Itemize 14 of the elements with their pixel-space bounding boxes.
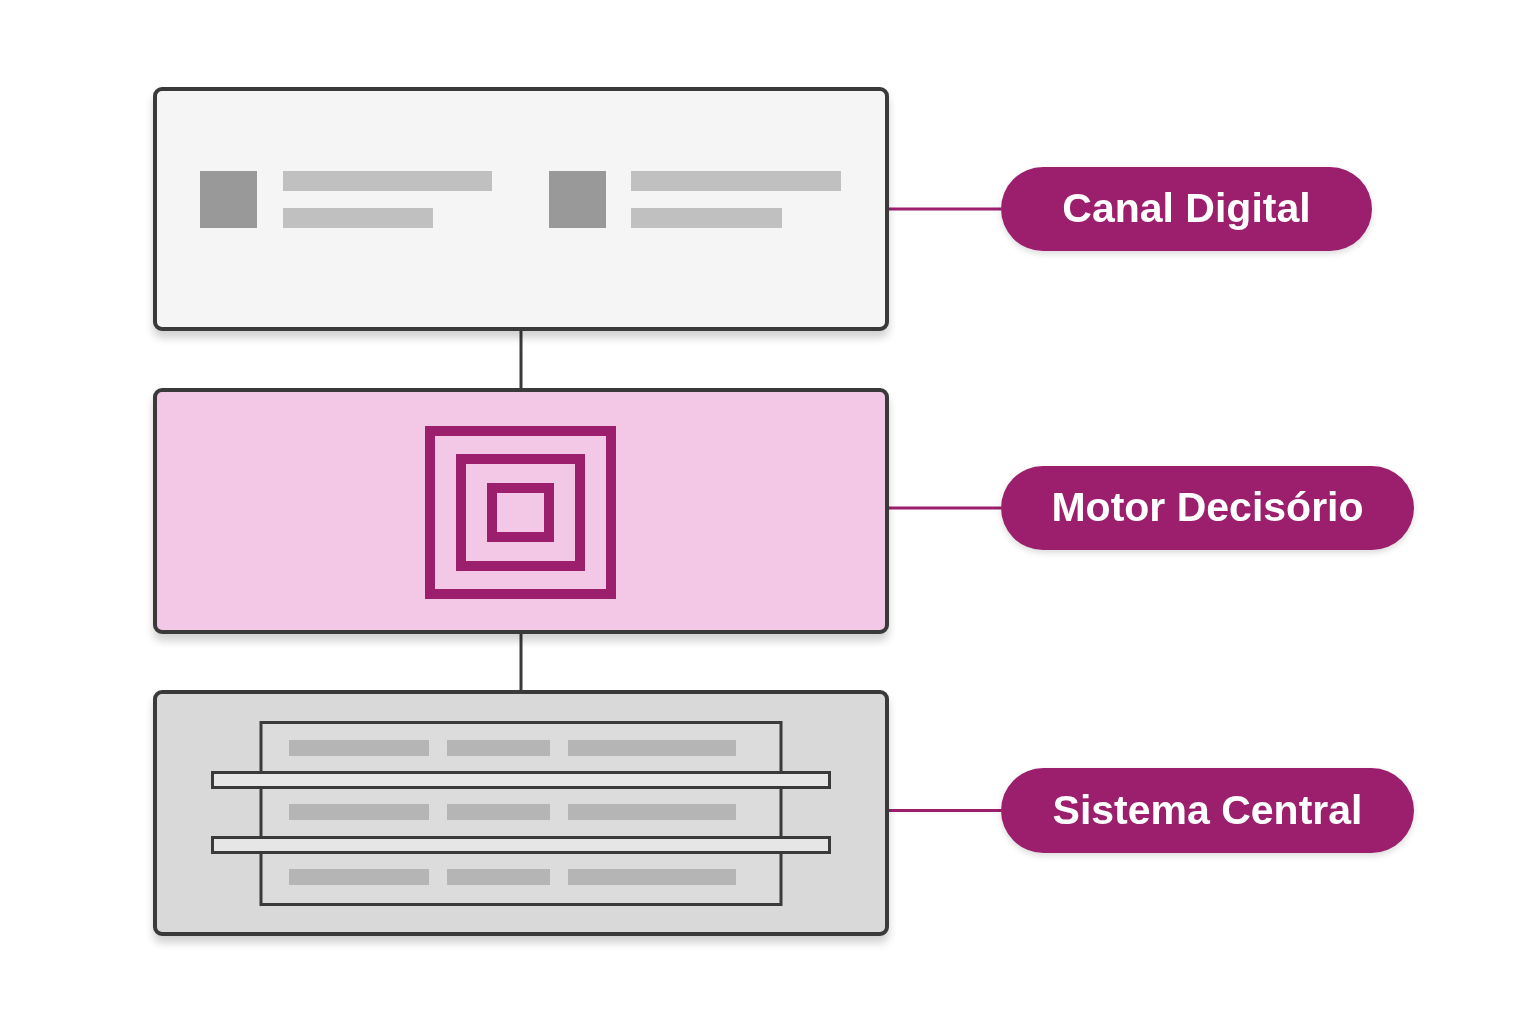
connector-line xyxy=(889,506,1001,510)
connector-line xyxy=(519,331,523,388)
connector-line xyxy=(889,809,1001,812)
layer-label: Sistema Central xyxy=(1052,787,1363,834)
layer-panel xyxy=(153,388,889,634)
tag-pill xyxy=(1001,466,1414,550)
tag-pill xyxy=(1001,167,1372,251)
connector-line xyxy=(889,207,1001,211)
tag-pill xyxy=(1001,768,1414,853)
layer-label: Motor Decisório xyxy=(1051,485,1364,531)
layer-panel xyxy=(153,87,889,331)
connector-line xyxy=(519,634,523,690)
layer-label: Canal Digital xyxy=(1062,186,1311,232)
layer-panel xyxy=(153,690,889,936)
